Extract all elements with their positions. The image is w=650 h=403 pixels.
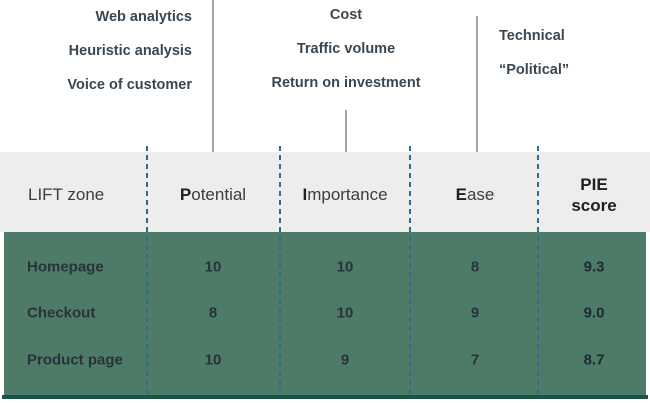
cell-ease: 7 xyxy=(470,351,480,369)
annotation-label: Cost xyxy=(329,7,363,23)
header-cell-ease: Ease xyxy=(456,185,495,205)
annotation-label: “Political” xyxy=(499,62,570,78)
pointer-line-importance xyxy=(345,110,347,176)
header-cell-pie-score: PIE score xyxy=(571,174,616,216)
annotation-label: Traffic volume xyxy=(296,41,396,57)
header-bold-letter: I xyxy=(302,185,308,204)
row-label: Checkout xyxy=(27,304,96,322)
annotation-label: Web analytics xyxy=(95,9,192,25)
header-bold-letter: P xyxy=(179,185,192,204)
annotation-label: Return on investment xyxy=(271,75,421,91)
cell-importance: 9 xyxy=(340,351,350,369)
row-label: Product page xyxy=(27,351,123,369)
cell-potential: 10 xyxy=(204,351,222,369)
annotation-potential-sources: Web analytics Heuristic analysis Voice o… xyxy=(67,5,192,107)
bottom-rule xyxy=(2,395,648,399)
header-cell-importance: Importance xyxy=(302,185,387,205)
annotation-importance-sources: Cost Traffic volume Return on investment xyxy=(271,3,420,105)
table-header-row: LIFT zone Potential Importance Ease PIE … xyxy=(0,152,650,232)
header-cell-lift-zone: LIFT zone xyxy=(28,185,105,204)
header-pie-line2: score xyxy=(571,196,617,215)
header-rest-text: mportance xyxy=(307,185,388,204)
cell-potential: 10 xyxy=(204,258,222,276)
annotation-label: Voice of customer xyxy=(67,77,192,93)
annotation-ease-sources: Technical “Political” xyxy=(499,24,569,92)
header-bold-letter: E xyxy=(455,185,467,204)
column-divider xyxy=(279,146,281,397)
header-cell-potential: Potential xyxy=(180,185,246,205)
header-pie-line1: PIE xyxy=(580,175,608,194)
table-body-panel xyxy=(4,232,646,396)
cell-pie-score: 9.0 xyxy=(583,304,605,322)
pointer-line-potential xyxy=(212,0,214,172)
cell-importance: 10 xyxy=(336,258,354,276)
cell-ease: 8 xyxy=(470,258,480,276)
cell-pie-score: 8.7 xyxy=(583,351,605,369)
cell-importance: 10 xyxy=(336,304,354,322)
column-divider xyxy=(146,146,148,397)
column-divider xyxy=(409,146,411,397)
cell-potential: 8 xyxy=(208,304,218,322)
column-divider xyxy=(537,146,539,397)
header-rest-text: ase xyxy=(466,185,495,204)
cell-ease: 9 xyxy=(470,304,480,322)
header-rest-text: otential xyxy=(191,185,247,204)
row-label: Homepage xyxy=(27,258,104,276)
cell-pie-score: 9.3 xyxy=(583,258,605,276)
pointer-line-ease xyxy=(476,16,478,172)
annotation-label: Heuristic analysis xyxy=(68,43,192,59)
annotation-label: Technical xyxy=(499,28,565,44)
